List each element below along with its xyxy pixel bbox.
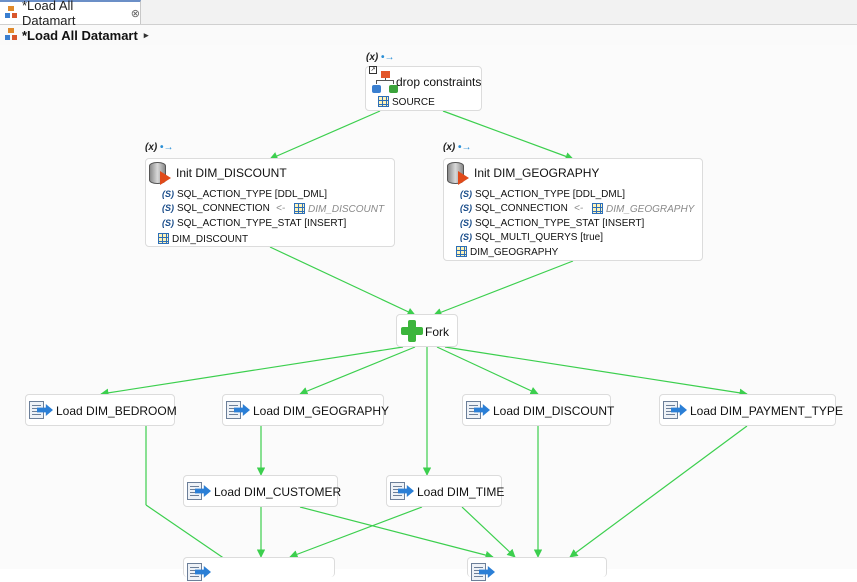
node-title: Load DIM_CUSTOMER [214, 485, 342, 499]
edge [299, 506, 494, 560]
sql-icon: (S) [460, 218, 472, 228]
load-table-icon [663, 400, 687, 420]
database-icon [149, 162, 173, 186]
edge [269, 110, 381, 160]
node-property: (S)SQL_MULTI_QUERYS [true] [460, 232, 604, 243]
load-table-icon [471, 562, 495, 582]
variables-marker: (x) •→ [145, 142, 174, 153]
node-load-dim-discount[interactable]: Load DIM_DISCOUNT [462, 394, 615, 426]
close-icon[interactable]: ⊗ [130, 7, 140, 20]
connection-ref: DIM_GEOGRAPHY [592, 203, 694, 215]
sql-icon: (S) [460, 203, 472, 213]
edge [444, 346, 748, 397]
sql-icon: (S) [162, 189, 174, 199]
workflow-edges [100, 110, 748, 560]
node-init-dim-geography[interactable]: Init DIM_GEOGRAPHY (S)SQL_ACTION_TYPE [D… [443, 158, 703, 261]
edge [461, 506, 516, 558]
edge [299, 346, 416, 396]
breadcrumb: *Load All Datamart ▸ [0, 25, 857, 45]
variable-icon: (x) [443, 142, 456, 153]
edge [569, 425, 748, 558]
node-property: (S)SQL_ACTION_TYPE_STAT [INSERT] [162, 218, 347, 229]
table-icon [592, 203, 603, 214]
edge [289, 506, 423, 559]
node-property: (S)SQL_CONNECTION [162, 203, 270, 214]
node-load-fact-partial[interactable] [467, 557, 607, 581]
load-table-icon [466, 400, 490, 420]
node-load-dim-geography[interactable]: Load DIM_GEOGRAPHY [222, 394, 389, 426]
connection-ref: DIM_DISCOUNT [294, 203, 384, 215]
variable-icon: (x) [366, 52, 379, 63]
node-table: DIM_GEOGRAPHY [456, 246, 558, 258]
node-title: Init DIM_DISCOUNT [176, 166, 287, 180]
edge [100, 346, 404, 397]
node-title: Load DIM_GEOGRAPHY [253, 404, 390, 418]
fork-icon [401, 320, 423, 342]
node-fork[interactable]: Fork [396, 314, 458, 347]
table-icon [378, 96, 389, 107]
variable-icon: (x) [145, 142, 158, 153]
editor-tab-bar: *Load All Datamart ⊗ [0, 0, 857, 28]
table-icon [456, 246, 467, 257]
link-icon: •→ [458, 142, 472, 153]
job-icon [4, 5, 18, 22]
connection-arrow: <- [276, 203, 286, 214]
node-property: (S)SQL_ACTION_TYPE [DDL_DML] [460, 189, 626, 200]
node-title: Load DIM_DISCOUNT [493, 404, 615, 418]
table-icon [294, 203, 305, 214]
tab-title: *Load All Datamart [22, 0, 76, 28]
table-icon [158, 233, 169, 244]
node-load-dim-bedroom[interactable]: Load DIM_BEDROOM [25, 394, 177, 426]
link-icon: •→ [160, 142, 174, 153]
link-icon: •→ [381, 52, 395, 63]
variables-marker: (x) •→ [366, 52, 395, 63]
node-title: drop constraints [396, 75, 482, 89]
node-load-dim-customer[interactable]: Load DIM_CUSTOMER [183, 475, 342, 507]
load-table-icon [187, 562, 211, 582]
load-table-icon [226, 400, 250, 420]
workflow-canvas[interactable]: (x) •→ ↗ drop constraints SOURCE (x) •→ … [0, 45, 857, 581]
node-load-dim-payment-type[interactable]: Load DIM_PAYMENT_TYPE [659, 394, 843, 426]
sql-icon: (S) [162, 203, 174, 213]
node-load-dim-time[interactable]: Load DIM_TIME [386, 475, 505, 507]
node-property: (S)SQL_ACTION_TYPE_STAT [INSERT] [460, 218, 645, 229]
node-title: Init DIM_GEOGRAPHY [474, 166, 600, 180]
database-icon [447, 162, 471, 186]
connection-arrow: <- [574, 203, 584, 214]
node-property: (S)SQL_ACTION_TYPE [DDL_DML] [162, 189, 328, 200]
chevron-right-icon[interactable]: ▸ [143, 29, 149, 40]
node-title: Load DIM_PAYMENT_TYPE [690, 404, 843, 418]
sql-icon: (S) [162, 218, 174, 228]
node-property: (S)SQL_CONNECTION [460, 203, 568, 214]
node-title: Load DIM_BEDROOM [56, 404, 177, 418]
edge [269, 246, 416, 316]
sql-icon: (S) [460, 232, 472, 242]
edge [442, 110, 574, 161]
sql-icon: (S) [460, 189, 472, 199]
variables-marker: (x) •→ [443, 142, 472, 153]
node-title: Load DIM_TIME [417, 485, 505, 499]
node-source: SOURCE [378, 96, 435, 108]
edge [433, 260, 574, 317]
node-drop-constraints[interactable]: ↗ drop constraints SOURCE [365, 66, 482, 111]
load-table-icon [390, 481, 414, 501]
node-table: DIM_DISCOUNT [158, 233, 248, 245]
edge [436, 346, 539, 395]
editor-tab[interactable]: *Load All Datamart ⊗ [0, 0, 141, 28]
org-chart-icon: ↗ [369, 66, 398, 93]
breadcrumb-title[interactable]: *Load All Datamart [22, 27, 138, 43]
node-init-dim-discount[interactable]: Init DIM_DISCOUNT (S)SQL_ACTION_TYPE [DD… [145, 158, 395, 247]
job-icon [4, 27, 18, 44]
node-title: Fork [425, 325, 449, 339]
load-table-icon [187, 481, 211, 501]
node-load-fact-partial[interactable] [183, 557, 335, 581]
edge [145, 504, 226, 560]
load-table-icon [29, 400, 53, 420]
